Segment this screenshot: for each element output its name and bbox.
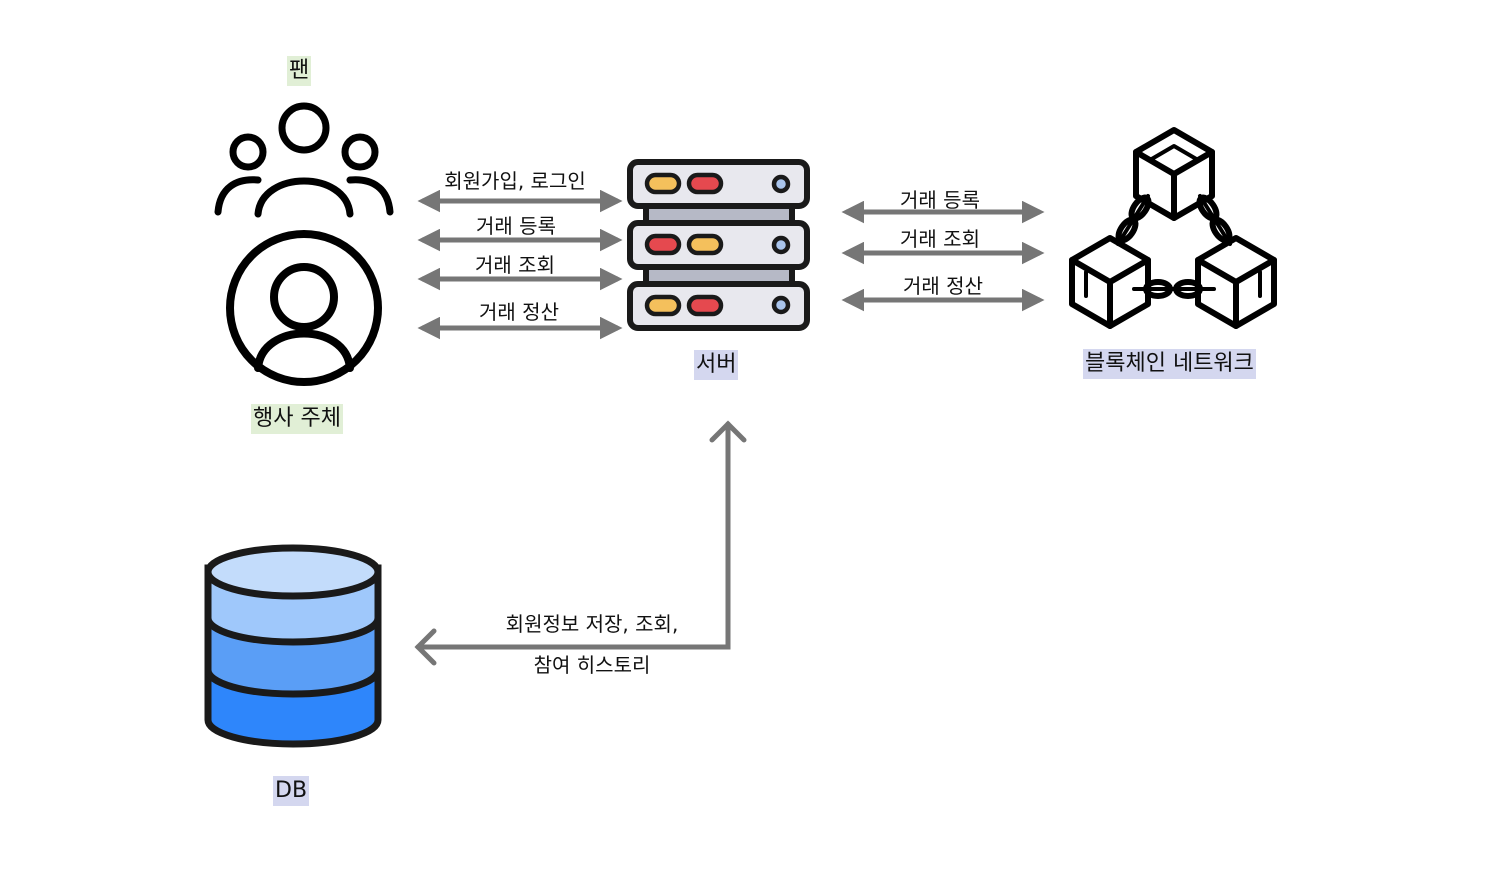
node-label-db: DB <box>273 776 310 806</box>
server-rack-icon <box>627 159 810 331</box>
db-server-arrow <box>414 420 747 666</box>
fan-group-icon <box>214 102 394 218</box>
edge-label-trade-query: 거래 조회 <box>475 253 555 277</box>
organizer-user-icon <box>226 230 382 386</box>
edge-label-trade-settle: 거래 정산 <box>479 300 559 324</box>
edge-label-chain-settle: 거래 정산 <box>903 274 983 298</box>
node-label-blockchain: 블록체인 네트워크 <box>1083 349 1256 379</box>
user-server-arrows <box>417 189 623 340</box>
node-label-server: 서버 <box>694 350 739 380</box>
node-label-fan: 팬 <box>287 56 312 86</box>
node-label-organizer: 행사 주체 <box>251 404 343 434</box>
edge-label-db-history: 참여 히스토리 <box>533 653 651 677</box>
server-chain-arrows <box>841 200 1045 312</box>
edge-label-signup-login: 회원가입, 로그인 <box>444 169 586 193</box>
edge-label-chain-register: 거래 등록 <box>900 188 980 212</box>
blockchain-network-icon <box>1069 127 1277 329</box>
edge-label-chain-query: 거래 조회 <box>900 227 980 251</box>
database-icon <box>204 544 382 748</box>
edge-label-db-store-query: 회원정보 저장, 조회, <box>505 612 679 636</box>
edge-label-trade-register: 거래 등록 <box>476 214 556 238</box>
